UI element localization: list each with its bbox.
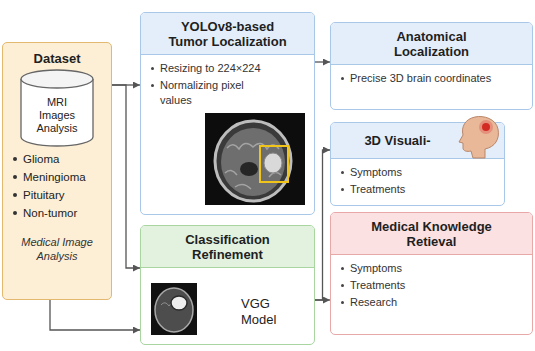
bullet-dot: [341, 301, 344, 304]
bullet-text: Resizing to 224×224: [160, 61, 261, 76]
illustration-part: [205, 113, 305, 205]
bullet-dot: [341, 188, 344, 191]
bullet-row: Non-tumor: [9, 205, 105, 221]
bullet-row: Normalizing pixel values: [151, 78, 304, 108]
cylinder-label: MRI Images Analysis: [31, 96, 83, 135]
box-body: SymptomsTreatmentsResearch: [331, 255, 532, 318]
bullet-row: Research: [341, 295, 522, 310]
bullet-dot: [341, 171, 344, 174]
panel-title: Dataset: [9, 51, 105, 67]
box-title: Anatomical Localization: [382, 29, 482, 59]
bullet-text: Research: [350, 295, 397, 310]
bullet-row: Treatments: [341, 278, 522, 293]
box-body: Resizing to 224×224Normalizing pixel val…: [141, 55, 314, 116]
box-body: SymptomsTreatments: [331, 159, 504, 205]
cylinder-outline: [19, 69, 95, 147]
head-icon: [455, 115, 503, 159]
box-title: 3D Visuali-: [364, 133, 430, 148]
connector-arrow: [315, 61, 330, 62]
bullet-text: Precise 3D brain coordinates: [350, 71, 491, 86]
box-body: Precise 3D brain coordinates: [331, 65, 532, 94]
process-box: Anatomical LocalizationPrecise 3D brain …: [330, 22, 533, 110]
bullet-text: Treatments: [350, 278, 405, 293]
illustration-part: [151, 283, 197, 335]
bullet-row: Symptoms: [341, 165, 494, 180]
process-box: Classification RefinementVGG Model: [140, 225, 315, 345]
bullet-row: Precise 3D brain coordinates: [341, 71, 522, 86]
illustration-part: [264, 153, 282, 173]
connector-arrow: [315, 299, 330, 300]
bullet-text: Pituitary: [23, 187, 65, 203]
illustration-part: [155, 288, 193, 332]
italic-note: Medical Image Analysis: [11, 235, 103, 263]
connector-arrow: [112, 85, 140, 268]
bullet-text: Symptoms: [350, 165, 402, 180]
bullet-text: Meningioma: [23, 169, 86, 185]
model-label: VGG Model: [241, 296, 287, 328]
brain-scan-image: [151, 283, 197, 335]
bullet-row: Symptoms: [341, 261, 522, 276]
bullet-dot: [13, 193, 17, 197]
bullet-text: Symptoms: [350, 261, 402, 276]
connector-arrow: [50, 300, 140, 330]
bullet-dot: [13, 175, 17, 179]
bullet-text: Treatments: [350, 182, 405, 197]
bullet-row: Pituitary: [9, 187, 105, 203]
box-title: Classification Refinement: [178, 232, 278, 262]
illustration-part: [171, 296, 187, 310]
header-band: Classification Refinement: [141, 226, 314, 268]
process-box: YOLOv8-based Tumor LocalizationResizing …: [140, 12, 315, 215]
illustration-part: [215, 121, 291, 201]
bullet-dot: [13, 157, 17, 161]
bullet-dot: [13, 211, 17, 215]
illustration-part: [482, 123, 490, 131]
bullet-text: Glioma: [23, 151, 59, 167]
illustration-part: [221, 128, 285, 196]
bullet-dot: [341, 267, 344, 270]
bullet-row: Treatments: [341, 182, 494, 197]
bullet-dot: [341, 284, 344, 287]
process-box: 3D Visuali- SymptomsTreatments: [330, 122, 505, 206]
mri-scan-image: [205, 113, 305, 205]
cylinder-body: [21, 79, 93, 146]
illustration-part: [240, 162, 258, 176]
bullet-text: Non-tumor: [23, 205, 77, 221]
bullet-row: Glioma: [9, 151, 105, 167]
bullet-text: Normalizing pixel values: [160, 78, 270, 108]
header-band: Anatomical Localization: [331, 23, 532, 65]
process-box: Medical Knowledge RetievalSymptomsTreatm…: [330, 212, 533, 335]
cylinder-top: [21, 70, 93, 88]
connector-arrow: [315, 150, 330, 300]
database-cylinder: MRI Images Analysis: [19, 69, 95, 147]
header-band: Medical Knowledge Retieval: [331, 213, 532, 255]
bullet-dot: [151, 84, 154, 87]
box-title: Medical Knowledge Retieval: [367, 219, 497, 249]
illustration-part: [479, 120, 493, 134]
bullet-dot: [151, 67, 154, 70]
illustration-part: [260, 146, 288, 182]
bullet-row: Resizing to 224×224: [151, 61, 304, 76]
bullet-dot: [341, 77, 344, 80]
dataset-panel: MRI Images Analysis DatasetGliomaMeningio…: [2, 42, 112, 300]
bullet-list: GliomaMeningiomaPituitaryNon-tumor: [9, 151, 105, 223]
box-title: YOLOv8-based Tumor Localization: [163, 19, 293, 49]
bullet-row: Meningioma: [9, 169, 105, 185]
header-band: YOLOv8-based Tumor Localization: [141, 13, 314, 55]
